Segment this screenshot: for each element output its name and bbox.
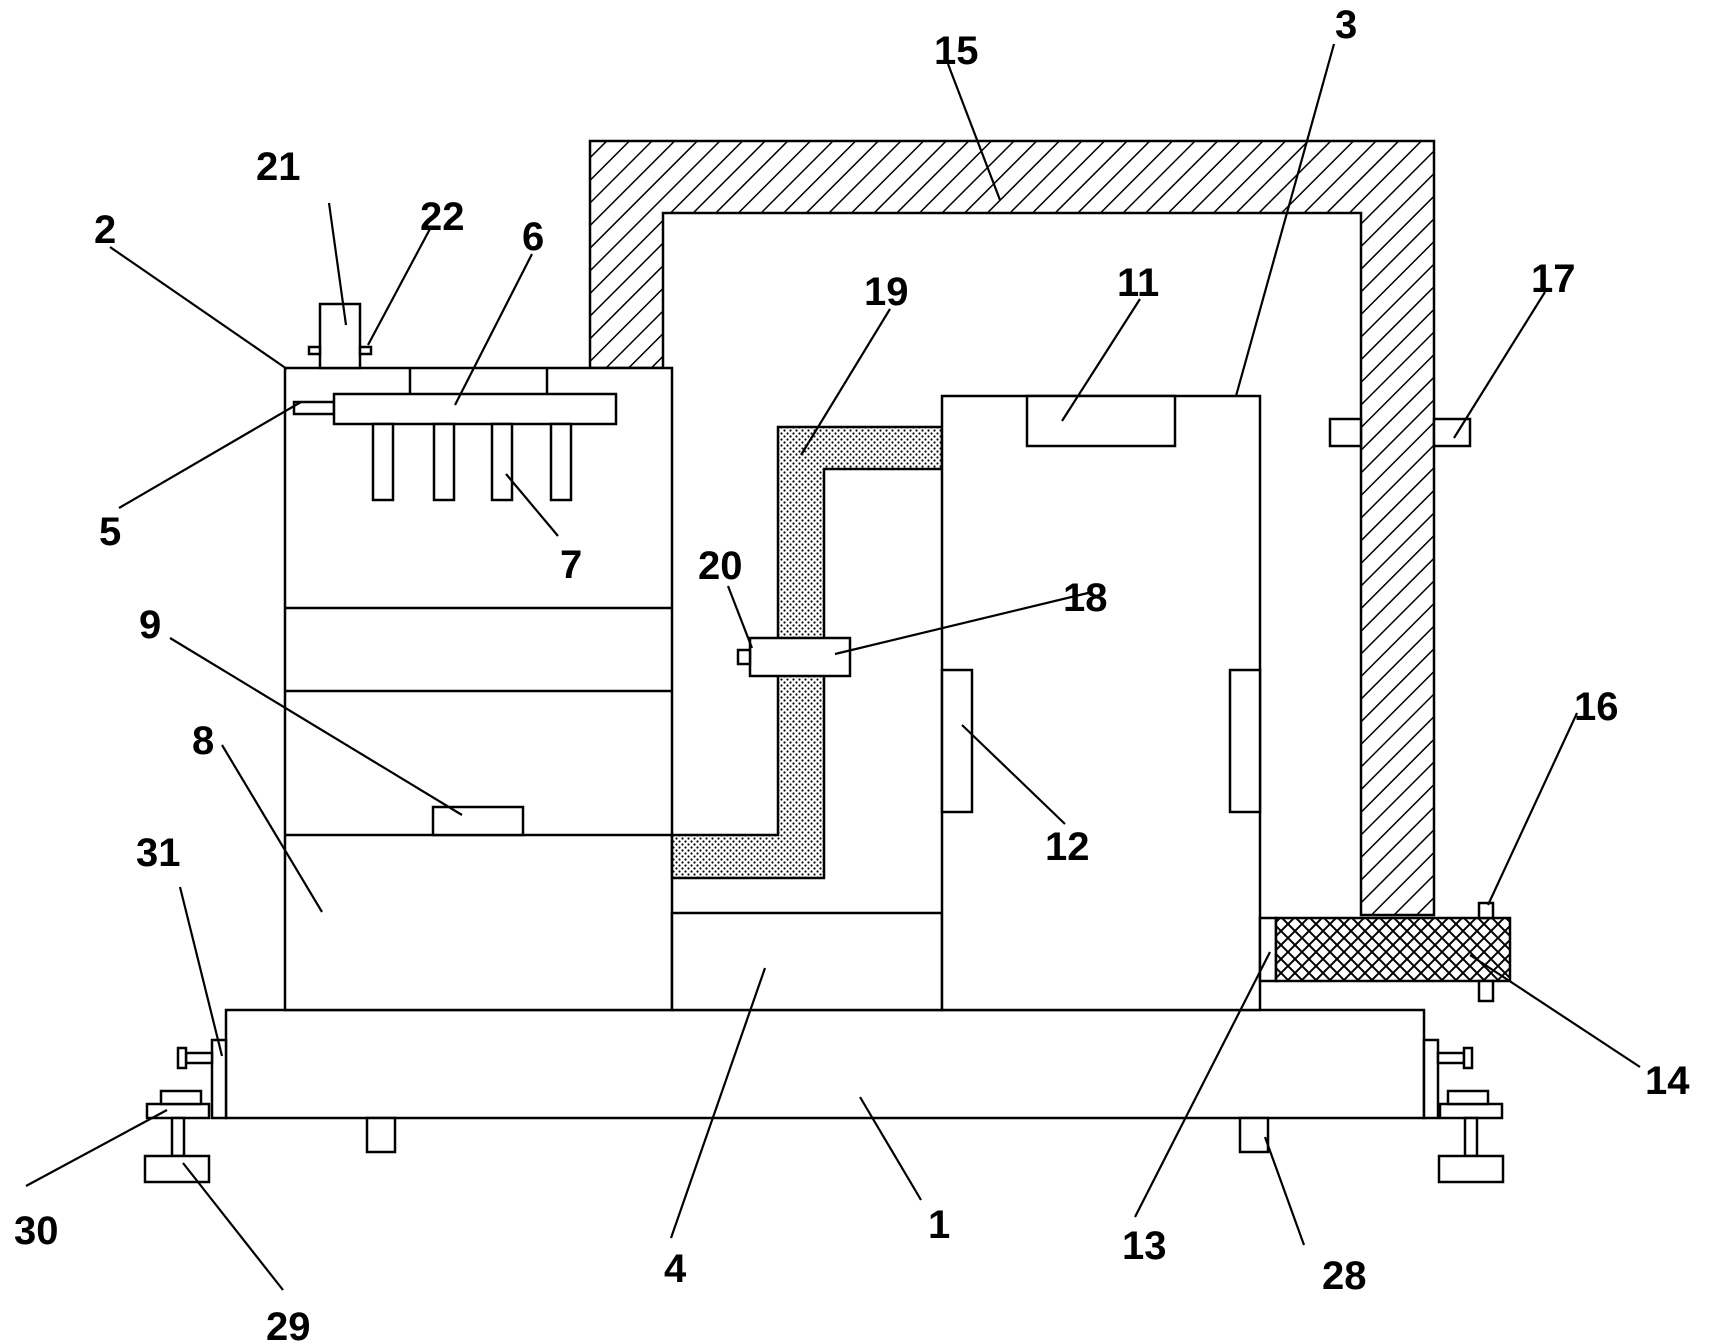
filter-pin-top <box>1477 901 1495 920</box>
leveling-rod-left <box>170 1116 186 1158</box>
label-19: 19 <box>864 270 909 314</box>
horizontal-bar <box>332 392 618 426</box>
vertical-rod-4 <box>549 422 573 502</box>
top-knob <box>318 302 362 370</box>
label-11: 11 <box>1117 261 1159 305</box>
sensor-block-inner <box>1328 417 1363 448</box>
top-panel <box>1025 394 1177 448</box>
adjust-knob-left <box>176 1046 188 1070</box>
label-8: 8 <box>192 719 214 763</box>
side-bracket-left <box>210 1038 228 1120</box>
leveling-rod-right <box>1463 1116 1479 1158</box>
label-28: 28 <box>1322 1254 1367 1298</box>
label-9: 9 <box>139 603 161 647</box>
label-18: 18 <box>1063 576 1108 620</box>
knob-pin-left <box>307 345 322 356</box>
label-21: 21 <box>256 145 301 189</box>
label-1: 1 <box>928 1203 950 1247</box>
left-cabinet <box>283 366 674 1012</box>
leader-lines <box>25 43 1641 1291</box>
clamp-plate-right <box>1438 1102 1504 1120</box>
label-16: 16 <box>1574 685 1619 729</box>
adjust-knob-right <box>1462 1046 1474 1070</box>
label-7: 7 <box>560 543 582 587</box>
label-2: 2 <box>94 208 116 252</box>
adjust-screw-right <box>1436 1051 1466 1065</box>
small-block <box>431 805 525 837</box>
base-foot-right <box>1238 1116 1270 1154</box>
adjust-screw-left <box>184 1051 214 1065</box>
knob-pin-right <box>358 345 373 356</box>
valve-body <box>748 636 852 678</box>
label-31: 31 <box>136 831 181 875</box>
base-plate <box>224 1008 1426 1120</box>
label-3: 3 <box>1335 3 1357 47</box>
mesh-filter <box>1274 916 1512 983</box>
clamp-top-right <box>1446 1089 1490 1106</box>
label-12: 12 <box>1045 825 1090 869</box>
label-20: 20 <box>698 544 743 588</box>
label-14: 14 <box>1645 1059 1690 1103</box>
label-5: 5 <box>99 510 121 554</box>
side-bracket-right <box>1422 1038 1440 1120</box>
valve-knob <box>736 648 752 666</box>
vertical-rod-2 <box>432 422 456 502</box>
label-15: 15 <box>934 29 979 73</box>
right-box <box>940 394 1262 1012</box>
side-panel-left <box>940 668 974 814</box>
label-30: 30 <box>14 1209 59 1253</box>
label-13: 13 <box>1122 1224 1167 1268</box>
filter-pin-bottom <box>1477 979 1495 1003</box>
vertical-rod-1 <box>371 422 395 502</box>
label-29: 29 <box>266 1305 311 1344</box>
leveling-foot-right <box>1437 1154 1505 1184</box>
middle-box <box>670 911 944 1012</box>
leveling-foot-left <box>143 1154 211 1184</box>
pipe-connector <box>1258 916 1278 983</box>
label-4: 4 <box>664 1247 687 1291</box>
hatched-frame <box>588 139 1436 917</box>
side-panel-right <box>1228 668 1262 814</box>
label-17: 17 <box>1531 257 1576 301</box>
label-22: 22 <box>420 195 465 239</box>
label-6: 6 <box>522 215 544 259</box>
base-foot-left <box>365 1116 397 1154</box>
vertical-rod-3 <box>490 422 514 502</box>
clamp-top-left <box>159 1089 203 1106</box>
